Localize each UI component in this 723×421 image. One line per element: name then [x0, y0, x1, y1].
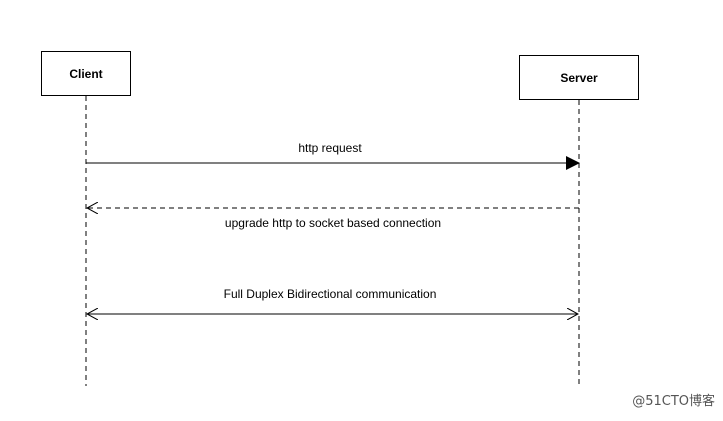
server-actor-box: Server	[519, 55, 639, 100]
watermark-text: @51CTO博客	[632, 394, 715, 409]
client-actor-box: Client	[41, 51, 131, 96]
upgrade-label: upgrade http to socket based connection	[224, 216, 442, 230]
duplex-label: Full Duplex Bidirectional communication	[223, 287, 437, 301]
server-label: Server	[560, 70, 598, 85]
request-label: http request	[298, 141, 362, 155]
client-label: Client	[69, 66, 103, 81]
